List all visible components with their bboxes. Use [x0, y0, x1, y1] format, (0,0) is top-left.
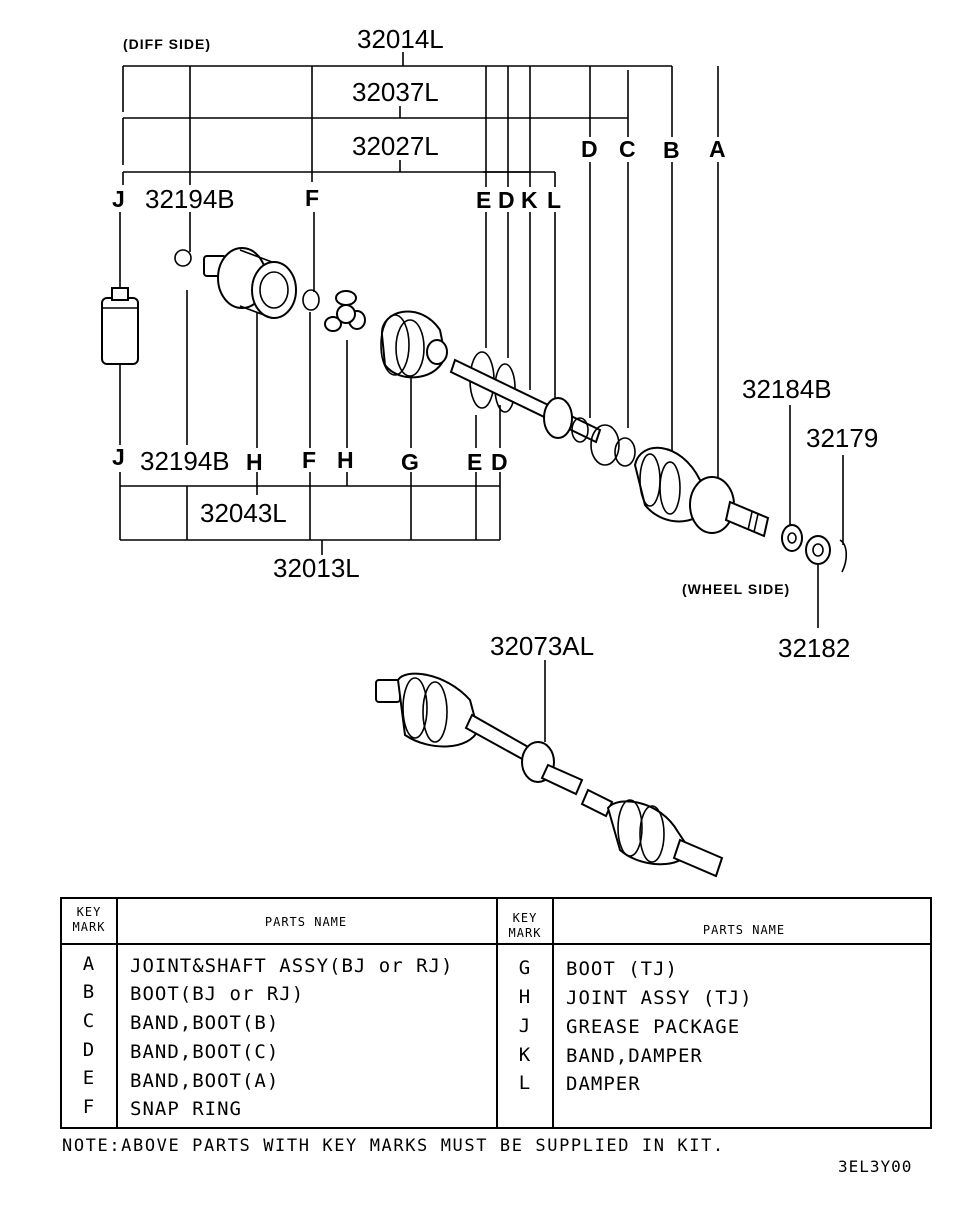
- key-mark-header-left-line1: KEY: [76, 905, 102, 919]
- table-row-part-name: BAND,BOOT(A): [130, 1070, 280, 1092]
- cotter-pin-32179-drawing: [839, 539, 848, 573]
- bottom-bracket-lines: [119, 290, 844, 742]
- table-row-part-name: BAND,BOOT(C): [130, 1041, 280, 1063]
- part-32037L-label: 32037L: [352, 77, 439, 107]
- table-row-key-mark: J: [518, 1015, 532, 1037]
- parts-table: KEY MARK PARTS NAME KEY MARK PARTS NAME …: [60, 897, 932, 1129]
- table-row-key-mark: A: [82, 953, 96, 975]
- key-J-bottom: J: [112, 444, 125, 470]
- part-32013L-label: 32013L: [273, 553, 360, 583]
- table-row-part-name: GREASE PACKAGE: [566, 1016, 741, 1038]
- boot-bands-D-C-drawing: [590, 424, 636, 467]
- key-D-right: D: [581, 136, 598, 162]
- table-row-part-name: BOOT (TJ): [566, 958, 678, 980]
- key-mark-header-left-line2: MARK: [72, 920, 106, 934]
- part-32027L-label: 32027L: [352, 131, 439, 161]
- key-K-top: K: [521, 187, 538, 213]
- key-D-top: D: [498, 187, 515, 213]
- key-H-bottom-2: H: [337, 447, 354, 473]
- table-row-key-mark: K: [518, 1044, 532, 1066]
- part-32194B-bottom-label: 32194B: [140, 446, 230, 476]
- drawing-code: 3EL3Y00: [838, 1157, 913, 1176]
- grease-package-drawing: [101, 287, 139, 365]
- table-row-part-name: BAND,BOOT(B): [130, 1012, 280, 1034]
- tj-boot-drawing: [380, 310, 448, 379]
- table-row-key-mark: F: [82, 1096, 96, 1118]
- key-mark-header-right-line2: MARK: [508, 926, 542, 940]
- key-C-right: C: [619, 136, 636, 162]
- part-32073AL-label: 32073AL: [490, 631, 594, 661]
- table-row-part-name: BAND,DAMPER: [566, 1045, 703, 1067]
- key-E-top: E: [476, 187, 491, 213]
- key-J-top: J: [112, 186, 125, 212]
- table-row-key-mark: C: [82, 1010, 96, 1032]
- top-bracket-lines: [119, 52, 719, 485]
- key-mark-header-left: KEY MARK: [62, 905, 116, 935]
- key-D-bottom: D: [491, 449, 508, 475]
- parts-name-header-left: PARTS NAME: [264, 915, 348, 929]
- tripod-joint-drawing: [324, 290, 366, 332]
- part-32014L-label: 32014L: [357, 24, 444, 54]
- part-32184B-label: 32184B: [742, 374, 832, 404]
- table-row-key-mark: L: [518, 1072, 532, 1094]
- kit-note: NOTE:ABOVE PARTS WITH KEY MARKS MUST BE …: [62, 1136, 725, 1156]
- exploded-parts-diagram: (DIFF SIDE) (WHEEL SIDE) 32014L 32037L 3…: [101, 24, 878, 878]
- table-row-part-name: SNAP RING: [130, 1098, 242, 1120]
- table-row-key-mark: G: [518, 957, 532, 979]
- washer-32184B-drawing: [781, 524, 803, 552]
- table-row-key-mark: H: [518, 986, 532, 1008]
- part-32194B-top-label: 32194B: [145, 184, 235, 214]
- key-mark-header-right: KEY MARK: [498, 911, 552, 941]
- key-H-bottom-1: H: [246, 449, 263, 475]
- key-G-bottom: G: [401, 449, 419, 475]
- table-row-part-name: JOINT ASSY (TJ): [566, 987, 753, 1009]
- drive-shaft-drawing: [449, 358, 602, 444]
- table-row-part-name: BOOT(BJ or RJ): [130, 983, 305, 1005]
- nut-32182-drawing: [805, 535, 831, 565]
- key-F-top: F: [305, 185, 319, 211]
- key-mark-header-right-line1: KEY: [512, 911, 538, 925]
- snap-ring-32194B-drawing: [174, 249, 192, 267]
- table-row-part-name: JOINT&SHAFT ASSY(BJ or RJ): [130, 955, 454, 977]
- complete-shaft-32073AL-drawing: [375, 672, 724, 878]
- table-row-key-mark: B: [82, 981, 96, 1003]
- snap-ring-F-drawing: [302, 289, 320, 311]
- part-32043L-label: 32043L: [200, 498, 287, 528]
- bj-joint-drawing: [689, 476, 770, 538]
- key-A-right: A: [709, 136, 726, 162]
- tj-joint-housing-drawing: [203, 247, 297, 319]
- key-L-top: L: [547, 187, 561, 213]
- key-B-right: B: [663, 137, 680, 163]
- key-E-bottom: E: [467, 449, 482, 475]
- parts-name-header-right: PARTS NAME: [702, 923, 786, 937]
- table-row-key-mark: D: [82, 1039, 96, 1061]
- part-32182-label: 32182: [778, 633, 850, 663]
- table-row-part-name: DAMPER: [566, 1073, 641, 1095]
- key-F-bottom: F: [302, 447, 316, 473]
- diff-side-label: (DIFF SIDE): [123, 36, 211, 52]
- wheel-side-label: (WHEEL SIDE): [682, 581, 790, 597]
- table-row-key-mark: E: [82, 1067, 96, 1089]
- part-32179-label: 32179: [806, 423, 878, 453]
